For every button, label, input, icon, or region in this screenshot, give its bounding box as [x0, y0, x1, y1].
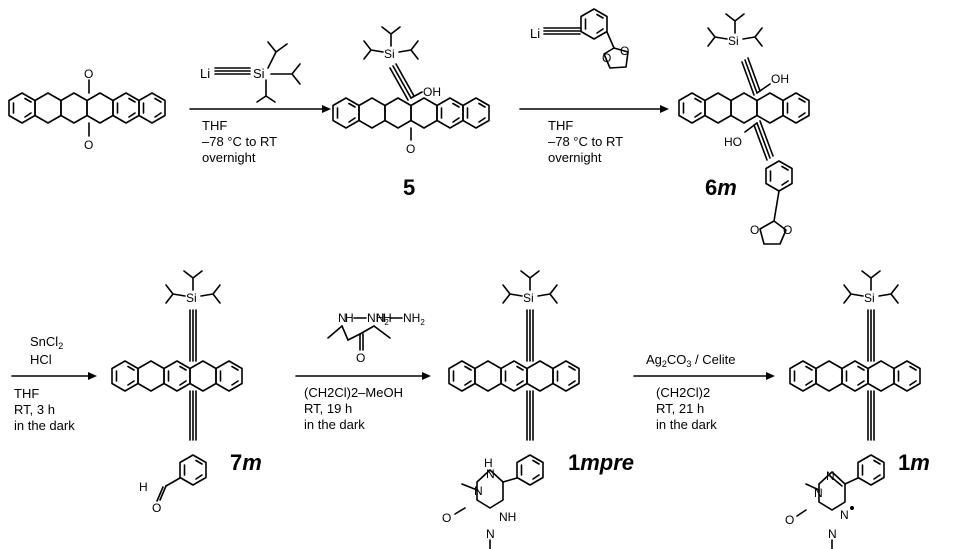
compound-label-5: 5 [403, 175, 415, 200]
step5-condition-3: in the dark [656, 417, 717, 432]
compound-1mpre-structure: Si H N N NH N O [442, 270, 579, 549]
step5-condition-2: RT, 21 h [656, 401, 704, 416]
atom-nh2-reagent-a: NH2 [367, 311, 389, 327]
compound-label-7m: 7m [230, 450, 262, 475]
atom-o-bottom: O [84, 138, 93, 152]
atom-nh2-reagent-b: NH2 [403, 311, 425, 327]
pentacenequinone-structure: O O [8, 67, 166, 152]
atom-n-1mpre-d: N [486, 527, 495, 541]
atom-nh-1mpre-c: NH [499, 510, 516, 524]
step1-condition-1: THF [202, 118, 227, 133]
reaction-arrow-2 [519, 105, 669, 113]
step3-condition-3: in the dark [14, 418, 75, 433]
step2-condition-1: THF [548, 118, 573, 133]
step4-condition-3: in the dark [304, 417, 365, 432]
compound-5-structure: OH O Si [332, 26, 490, 156]
reagent-1-structure: Li Si [200, 41, 301, 103]
compound-label-6m: 6m [705, 175, 737, 200]
radical-dot [850, 506, 854, 510]
atom-o-dioxolane-6m-a: O [783, 223, 792, 237]
compound-label-1mpre: 1mpre [568, 450, 634, 475]
atom-oh-5: OH [423, 85, 441, 99]
reagent-li: Li [200, 66, 210, 81]
step4-condition-2: RT, 19 h [304, 401, 352, 416]
compound-7m-structure: Si H O [112, 270, 242, 515]
compound-1m-structure: Si N N N N O [785, 270, 920, 549]
step3-condition-1: THF [14, 386, 39, 401]
reaction-arrow-1 [189, 105, 331, 113]
reagent-sncl2: SnCl2 [30, 334, 63, 351]
reagent-si: Si [253, 66, 265, 81]
atom-o-dioxolane-r2b: O [602, 51, 611, 65]
atom-h-reagent-a: H [345, 311, 354, 325]
atom-h-1mpre: H [484, 456, 493, 470]
atom-n-1mpre-a: N [486, 467, 495, 481]
reaction-arrow-5 [633, 372, 775, 380]
reagent-li-2: Li [530, 26, 540, 41]
atom-o-dioxolane-6m-b: O [750, 223, 759, 237]
atom-si-7m: Si [186, 291, 197, 305]
atom-h-reagent-b: H [383, 311, 392, 325]
atom-o-dioxolane-r2a: O [620, 44, 629, 58]
atom-si-1mpre: Si [523, 291, 534, 305]
step5-condition-1: (CH2Cl)2 [656, 385, 710, 400]
atom-si-6m: Si [728, 34, 739, 48]
reagent-ag2co3-celite: Ag2CO3 / Celite [646, 352, 736, 369]
atom-n-1mpre-b: N [474, 484, 483, 498]
atom-n-1m-a: N [826, 469, 835, 483]
atom-si-1m: Si [864, 291, 875, 305]
step1-condition-3: overnight [202, 150, 256, 165]
atom-si-5: Si [384, 47, 395, 61]
step2-condition-2: –78 °C to RT [548, 134, 623, 149]
reagent-2-structure: Li O O [530, 8, 629, 69]
reaction-arrow-4 [295, 372, 431, 380]
atom-o-reagent: O [356, 351, 365, 365]
atom-o-5: O [406, 142, 415, 156]
compound-label-1m: 1m [898, 450, 930, 475]
step4-condition-1: (CH2Cl)2–MeOH [304, 385, 403, 400]
atom-o-1m: O [785, 513, 794, 527]
atom-nh-reagent-a: N [338, 311, 347, 325]
atom-nh-reagent-b: N [376, 311, 385, 325]
atom-oh-6m: OH [771, 72, 789, 86]
atom-o-1mpre: O [442, 511, 451, 525]
step3-condition-2: RT, 3 h [14, 402, 55, 417]
atom-n-1m-d: N [828, 527, 837, 541]
step1-condition-2: –78 °C to RT [202, 134, 277, 149]
reagent-carbohydrazide-structure: N H NH2 N H NH2 O [327, 311, 425, 365]
atom-o-top: O [84, 67, 93, 81]
atom-o-aldehyde: O [152, 501, 161, 515]
step2-condition-3: overnight [548, 150, 602, 165]
compound-6m-structure: OH Si HO O O [678, 13, 810, 245]
reaction-arrow-3 [11, 372, 97, 380]
atom-n-1m-c: N [840, 508, 849, 522]
reagent-hcl: HCl [30, 352, 52, 367]
atom-ho-6m: HO [724, 135, 742, 149]
atom-h-aldehyde: H [139, 480, 148, 494]
atom-n-1m-b: N [814, 486, 823, 500]
